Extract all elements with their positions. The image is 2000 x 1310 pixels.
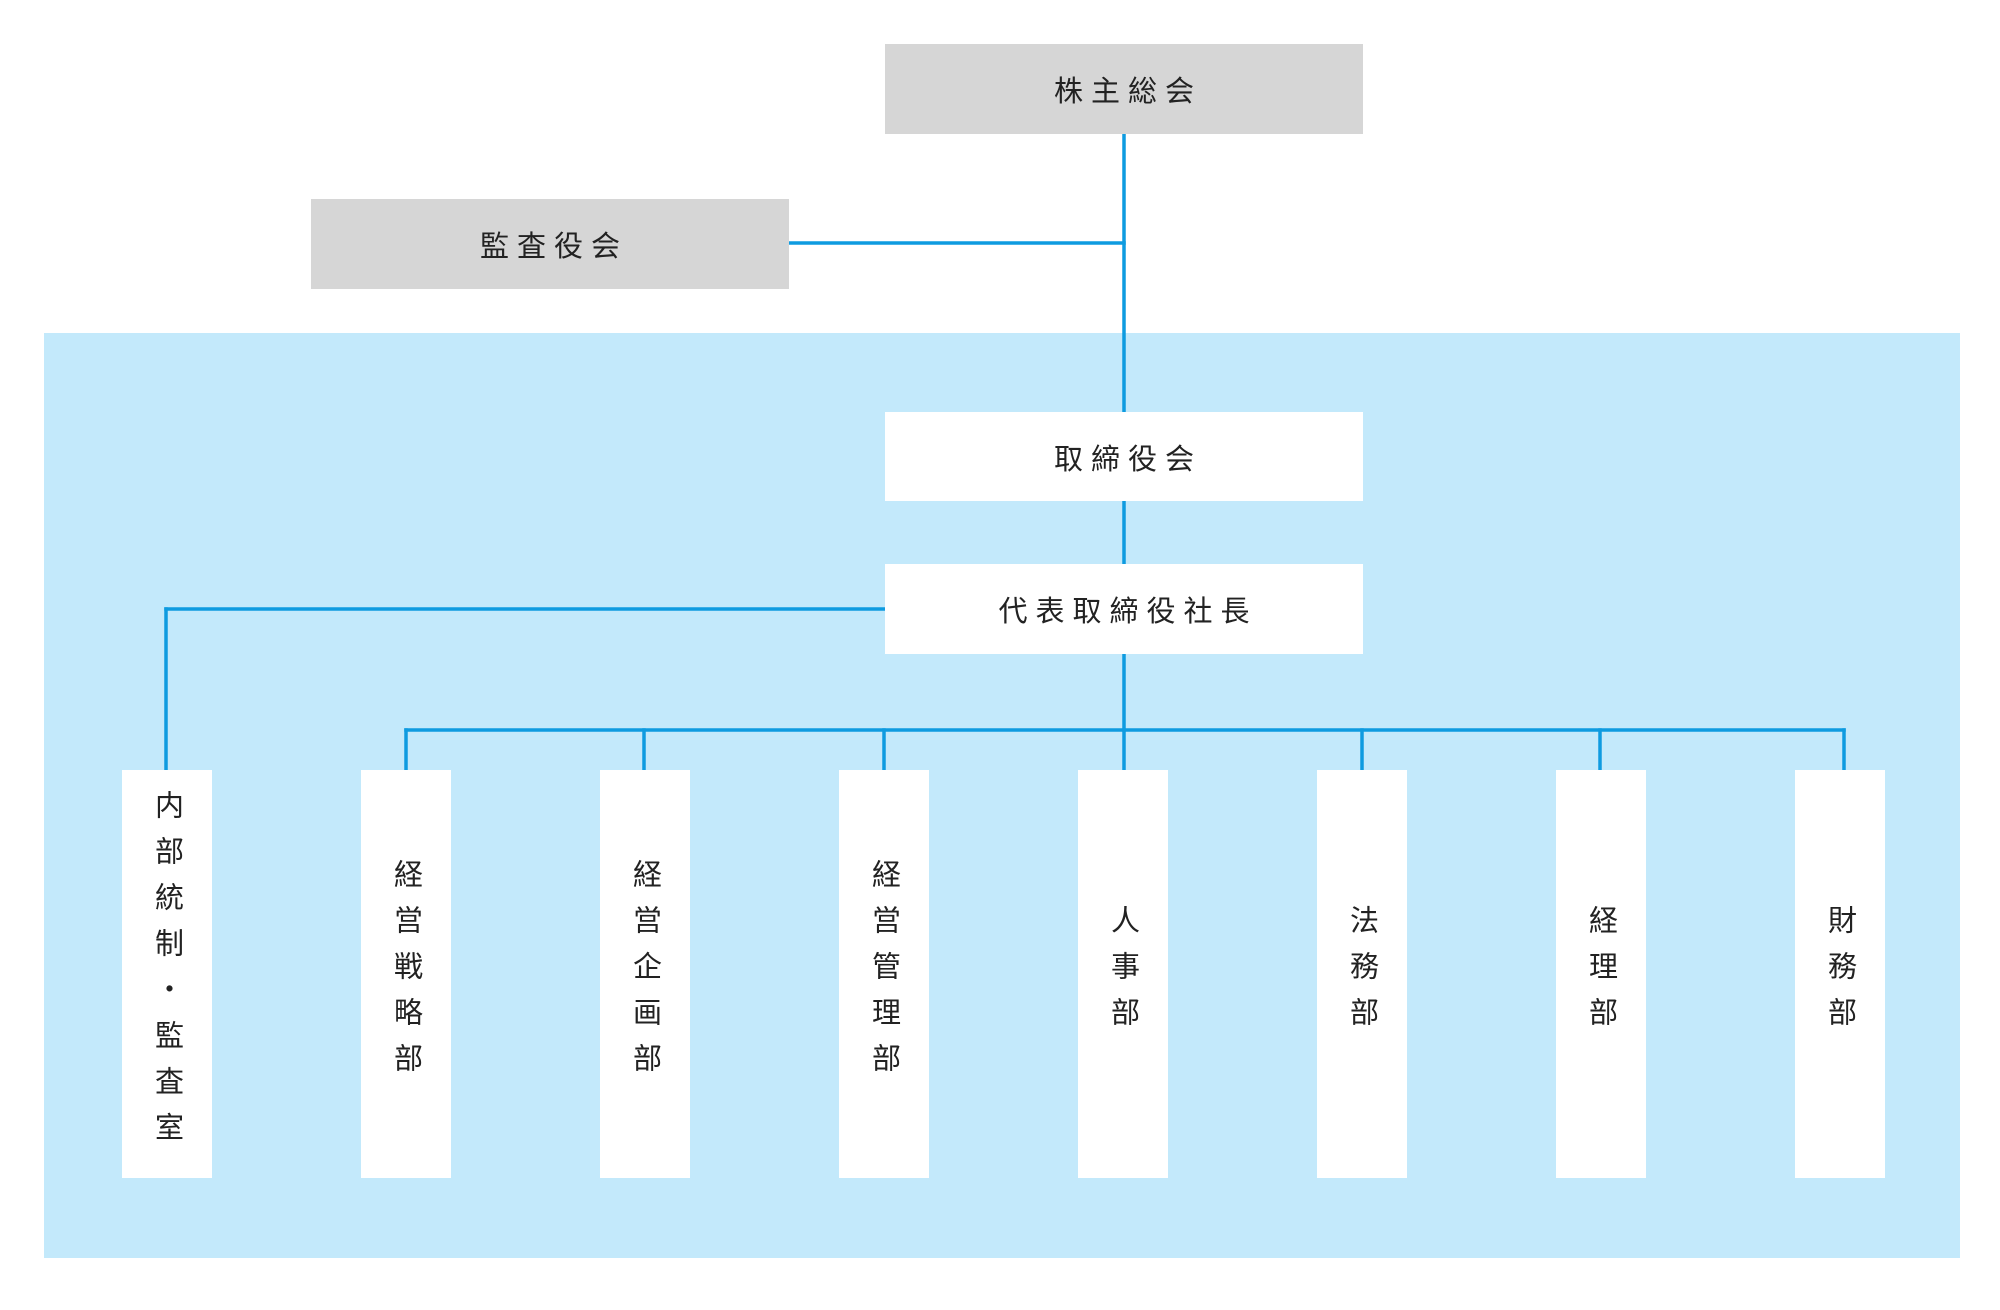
department-label: 経営企画部 (628, 859, 663, 1089)
department-label: 法務部 (1345, 905, 1380, 1043)
department-label: 経営管理部 (867, 859, 902, 1089)
department-box-finance: 財務部 (1795, 770, 1885, 1178)
shareholders-meeting-box: 株主総会 (885, 44, 1363, 134)
department-box-hr: 人事部 (1078, 770, 1168, 1178)
department-label: 経理部 (1584, 905, 1619, 1043)
department-box-legal: 法務部 (1317, 770, 1407, 1178)
board-of-directors-box: 取締役会 (885, 412, 1363, 501)
department-label: 人事部 (1106, 905, 1141, 1043)
audit-board-box: 監査役会 (311, 199, 789, 289)
department-box-planning: 経営企画部 (600, 770, 690, 1178)
department-label: 財務部 (1823, 905, 1858, 1043)
department-label: 経営戦略部 (389, 859, 424, 1089)
department-box-management: 経営管理部 (839, 770, 929, 1178)
president-label: 代表取締役社長 (998, 594, 1258, 628)
department-label: 内部統制・監査室 (150, 790, 185, 1158)
department-box-strategy: 経営戦略部 (361, 770, 451, 1178)
shareholders-meeting-label: 株主総会 (1053, 74, 1202, 108)
board-of-directors-label: 取締役会 (1053, 441, 1202, 476)
department-box-accounting: 経理部 (1556, 770, 1646, 1178)
president-box: 代表取締役社長 (885, 564, 1363, 654)
department-box-internal-audit: 内部統制・監査室 (122, 770, 212, 1178)
audit-board-label: 監査役会 (479, 229, 628, 263)
